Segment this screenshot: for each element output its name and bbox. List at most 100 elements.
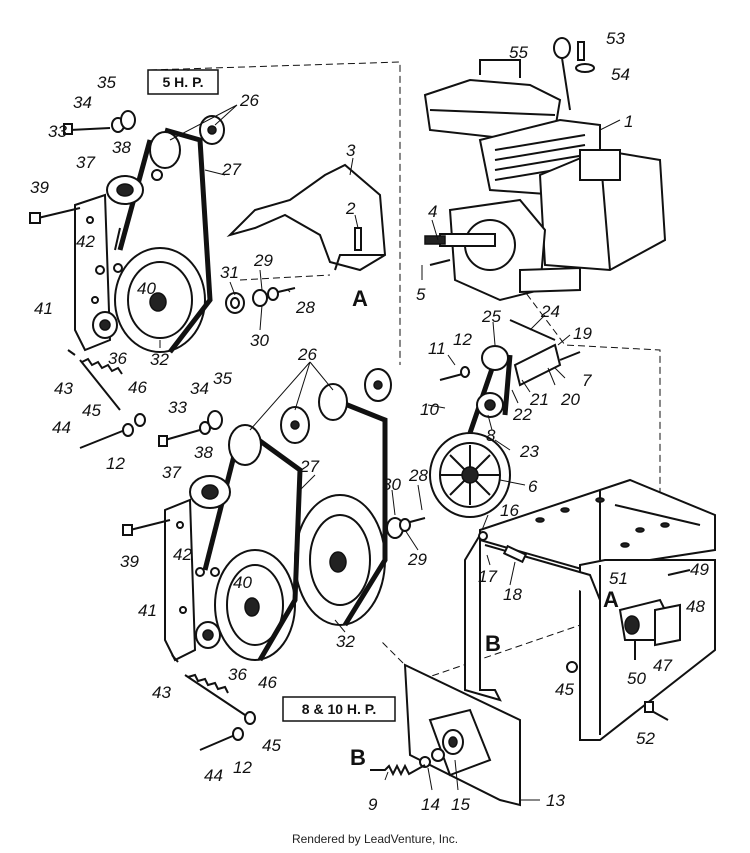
callout-36-8hp: 36 <box>228 665 247 684</box>
callout-41-8hp: 41 <box>138 601 157 620</box>
callout-16: 16 <box>500 501 519 520</box>
callout-30-lower: 30 <box>382 475 401 494</box>
callout-27-5hp: 27 <box>221 160 241 179</box>
callout-46-5hp: 46 <box>128 378 147 397</box>
callout-28-upper: 28 <box>295 298 315 317</box>
assembly-5hp <box>29 110 225 449</box>
callout-54: 54 <box>611 65 630 84</box>
callout-55: 55 <box>509 43 528 62</box>
callout-1: 1 <box>624 112 633 131</box>
callout-12-8hp: 12 <box>233 758 252 777</box>
center-drive <box>429 259 581 518</box>
label-8-10hp: 8 & 10 H. P. <box>282 696 396 722</box>
callout-35-8hp: 35 <box>213 369 232 388</box>
callout-37-5hp: 37 <box>76 153 95 172</box>
callout-19: 19 <box>573 324 592 343</box>
callout-21: 21 <box>529 390 549 409</box>
callout-7: 7 <box>582 371 592 390</box>
callout-49: 49 <box>690 560 709 579</box>
callout-29-upper: 29 <box>253 251 273 270</box>
ref-letter-a-right: A <box>603 587 619 612</box>
callout-46-8hp: 46 <box>258 673 277 692</box>
callout-17: 17 <box>478 567 497 586</box>
callout-45-5hp: 45 <box>82 401 101 420</box>
callout-2: 2 <box>345 199 356 218</box>
callout-45-frame: 45 <box>555 680 574 699</box>
callout-27-8hp: 27 <box>299 457 319 476</box>
callout-12-5hp: 12 <box>106 454 125 473</box>
callout-34-8hp: 34 <box>190 379 209 398</box>
callout-3: 3 <box>346 141 356 160</box>
callout-35-5hp: 35 <box>97 73 116 92</box>
callout-42-8hp: 42 <box>173 545 192 564</box>
assembly-8-10hp <box>122 368 426 751</box>
callout-22: 22 <box>512 405 532 424</box>
reference-lines <box>149 61 661 681</box>
callout-30-upper: 30 <box>250 331 269 350</box>
callout-11: 11 <box>428 339 446 358</box>
callout-4: 4 <box>428 202 437 221</box>
callout-28-lower: 28 <box>408 466 428 485</box>
callout-23: 23 <box>519 442 539 461</box>
callout-40-8hp: 40 <box>233 573 252 592</box>
ref-letter-b-frame: B <box>485 631 501 656</box>
tension-plate <box>370 663 521 807</box>
callout-14: 14 <box>421 795 440 814</box>
callout-47: 47 <box>653 656 672 675</box>
callout-15: 15 <box>451 795 470 814</box>
callout-42-5hp: 42 <box>76 232 95 251</box>
callout-24: 24 <box>540 302 560 321</box>
callout-50: 50 <box>627 669 646 688</box>
frame <box>464 478 716 741</box>
ref-letter-b-spring: B <box>350 745 366 770</box>
callout-33-8hp: 33 <box>168 398 187 417</box>
callout-51: 51 <box>609 569 628 588</box>
callout-36-5hp: 36 <box>108 349 127 368</box>
callout-20: 20 <box>560 390 580 409</box>
callout-6: 6 <box>528 477 538 496</box>
callout-45-8hp: 45 <box>262 736 281 755</box>
callout-38-8hp: 38 <box>194 443 213 462</box>
callout-8: 8 <box>486 426 496 445</box>
callout-43-5hp: 43 <box>54 379 73 398</box>
callout-10: 10 <box>420 400 439 419</box>
eyebolt-assembly <box>553 37 595 111</box>
callouts: 1 2 3 4 5 6 7 8 9 10 11 12 12 12 13 14 1… <box>30 29 709 814</box>
callout-34-5hp: 34 <box>73 93 92 112</box>
callout-41-5hp: 41 <box>34 299 53 318</box>
callout-31: 31 <box>220 263 239 282</box>
label-5hp-text: 5 H. P. <box>163 74 204 90</box>
callout-48: 48 <box>686 597 705 616</box>
label-5hp: 5 H. P. <box>147 69 219 95</box>
callout-32-5hp: 32 <box>150 350 169 369</box>
callout-39-8hp: 39 <box>120 552 139 571</box>
callout-5: 5 <box>416 285 426 304</box>
callout-29-lower: 29 <box>407 550 427 569</box>
callout-44-8hp: 44 <box>204 766 223 785</box>
callout-52: 52 <box>636 729 655 748</box>
callout-13: 13 <box>546 791 565 810</box>
leader-lines <box>159 104 621 801</box>
belt-cover <box>226 163 387 272</box>
callout-26-8hp: 26 <box>297 345 317 364</box>
hardware-upper <box>225 287 296 314</box>
callout-43-8hp: 43 <box>152 683 171 702</box>
callout-38-5hp: 38 <box>112 138 131 157</box>
callout-25: 25 <box>481 307 501 326</box>
engine <box>423 59 667 302</box>
footer-credit: Rendered by LeadVenture, Inc. <box>291 832 459 846</box>
callout-33-5hp: 33 <box>48 122 67 141</box>
callout-26-5hp: 26 <box>239 91 259 110</box>
label-8-10hp-text: 8 & 10 H. P. <box>302 701 376 717</box>
callout-18: 18 <box>503 585 522 604</box>
callout-44-5hp: 44 <box>52 418 71 437</box>
callout-39-5hp: 39 <box>30 178 49 197</box>
callout-37-8hp: 37 <box>162 463 181 482</box>
callout-12-center: 12 <box>453 330 472 349</box>
callout-32-8hp: 32 <box>336 632 355 651</box>
callout-9: 9 <box>368 795 378 814</box>
callout-53: 53 <box>606 29 625 48</box>
callout-40-5hp: 40 <box>137 279 156 298</box>
ref-letter-a-top: A <box>352 286 368 311</box>
